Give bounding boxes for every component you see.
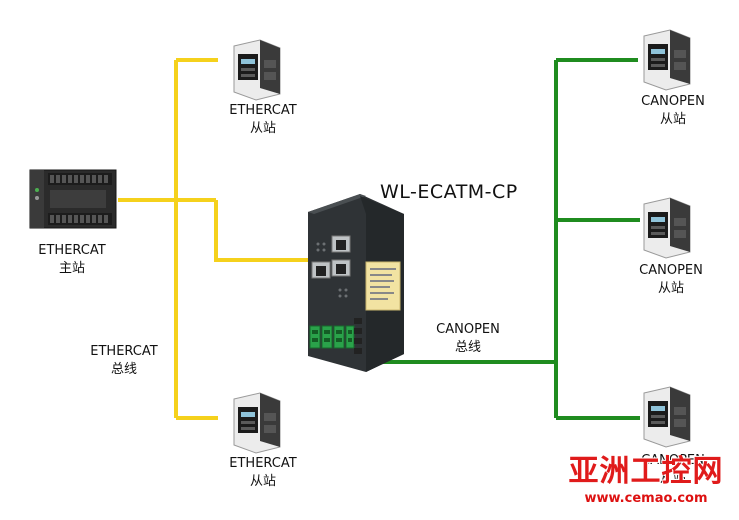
canopen-bus-label: CANOPEN 总线 [436,322,500,355]
canopen-slave-device-bottom [643,386,691,448]
ethercat-slave-label-bottom: ETHERCAT 从站 [229,456,297,489]
ethercat-slave-label-top: ETHERCAT 从站 [229,103,297,136]
watermark-url: www.cemao.com [584,491,708,506]
canopen-slave-label-middle: CANOPEN 从站 [639,263,703,296]
canopen-bus-lines [366,58,640,420]
ethercat-master-plc [29,169,117,229]
device-title: WL-ECATM-CP [380,181,518,203]
ethercat-gateway-link [214,200,312,262]
ethercat-slave-device-bottom [233,392,281,454]
canopen-slave-label-top: CANOPEN 从站 [641,94,705,127]
ethercat-bus-lines [118,58,312,420]
gateway-module [308,194,404,372]
ethercat-slave-device-top [233,39,281,101]
ethercat-bus-label: ETHERCAT 总线 [90,344,158,377]
watermark-brand: 亚洲工控网 [568,454,724,489]
canopen-slave-device-middle [643,197,691,259]
master-label: ETHERCAT 主站 [38,243,106,276]
canopen-slave-label-bottom: CANOPEN 从站 [641,453,705,486]
watermark: 亚洲工控网 www.cemao.com [556,455,736,507]
canopen-slave-device-top [643,29,691,91]
